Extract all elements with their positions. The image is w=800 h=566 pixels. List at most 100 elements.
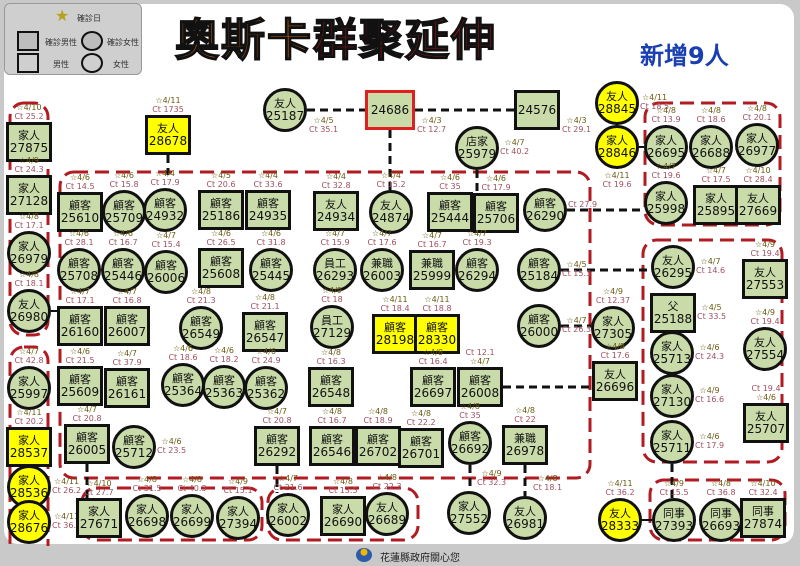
ct-value: Ct 15.4	[151, 240, 181, 249]
node-case-id: 27393	[654, 519, 694, 533]
legend-confirmed-female: 確診女性	[107, 38, 139, 47]
node-annotation: Ct 19.4☆4/6	[741, 384, 791, 402]
ct-value: Ct 16.7	[417, 240, 447, 249]
node-case-id: 25709	[104, 211, 144, 225]
ct-value: Ct 20.8	[72, 414, 102, 423]
confirm-date: ☆4/8	[321, 407, 343, 416]
ct-value: Ct 24.3	[14, 165, 44, 174]
node-relation: 友人	[18, 298, 40, 311]
node-relation: 友人	[380, 199, 402, 212]
confirm-date: ☆4/9	[481, 469, 502, 478]
confirm-date: ☆4/9	[321, 286, 343, 295]
confirm-date: ☆4/7	[266, 407, 288, 416]
node-case-id: 24935	[248, 209, 288, 223]
node-case-id: 26979	[9, 252, 49, 266]
confirm-date: ☆4/4	[257, 171, 279, 180]
node-relation: 顧客	[426, 321, 448, 334]
node-case-id: 28333	[600, 519, 640, 533]
title-part-cluster: 群聚延伸	[312, 14, 497, 67]
footer-text: 花蓮縣政府關心您	[380, 553, 460, 564]
confirm-date: ☆4/11	[382, 295, 408, 304]
confirm-date: ☆4/8	[181, 475, 203, 484]
confirm-date: ☆4/7	[116, 349, 138, 358]
confirm-date: ☆4/6	[69, 173, 91, 182]
ct-value: Ct 19.6	[651, 171, 681, 180]
node-relation: 顧客	[422, 374, 444, 387]
confirm-date: ☆4/11	[53, 477, 80, 486]
node-relation: 家人	[18, 182, 40, 195]
confirm-date: ☆4/7	[324, 229, 346, 238]
confirm-date: ☆4/7	[466, 229, 488, 238]
node-case-id: 25188	[653, 312, 693, 326]
confirm-date: ☆4/9	[18, 156, 40, 165]
legend-male-swatch	[17, 53, 39, 73]
confirm-date: ☆4/9	[699, 386, 720, 395]
ct-value: Ct 15.2	[376, 180, 406, 189]
confirm-date: ☆4/11	[16, 408, 42, 417]
node-case-id: 26161	[107, 387, 147, 401]
node-case-id: 26293	[315, 269, 355, 283]
ct-value: Ct 16.7	[317, 416, 347, 425]
node-case-id: 27671	[79, 517, 119, 531]
cluster-group-border	[8, 101, 50, 337]
node-case-id: 26005	[67, 443, 107, 457]
confirm-date: ☆4/8	[320, 348, 342, 357]
confirm-date: ☆4/8	[422, 348, 444, 357]
confirm-date: ☆4/8	[710, 479, 732, 488]
confirm-date: ☆4/9	[754, 308, 776, 317]
node-case-id: 26695	[646, 146, 686, 160]
node-case-id: 25184	[519, 269, 559, 283]
ct-value: Ct 27.7	[84, 488, 114, 497]
confirm-date: ☆4/5	[313, 116, 334, 125]
confirm-date: ☆4/5	[210, 171, 232, 180]
node-case-id: 26689	[367, 513, 407, 527]
node-case-id: 26002	[268, 514, 308, 528]
ct-value: Ct 18.1	[533, 483, 563, 492]
node-relation: 顧客	[528, 313, 550, 326]
node-case-id: 26980	[9, 310, 49, 324]
confirm-date: ☆4/6	[172, 344, 194, 353]
confirm-date: ☆4/8	[410, 409, 432, 418]
confirm-date: ☆4/7	[277, 474, 299, 483]
ct-value: Ct 13.9	[651, 115, 681, 124]
ct-value: Ct 18.9	[363, 416, 393, 425]
ct-value: Ct 36.2	[52, 521, 82, 530]
confirm-date: ☆4/6	[255, 347, 277, 356]
node-case-id: 26977	[737, 144, 777, 158]
ct-value: Ct 26.3	[562, 325, 592, 334]
node-case-id: 25713	[652, 352, 692, 366]
node-relation: 顧客	[123, 434, 145, 447]
footer: 花蓮縣政府關心您	[0, 546, 800, 566]
legend-female: 女性	[113, 60, 129, 69]
confirm-date: ☆4/11	[155, 96, 181, 105]
legend-confirmed-male-swatch	[17, 31, 39, 51]
